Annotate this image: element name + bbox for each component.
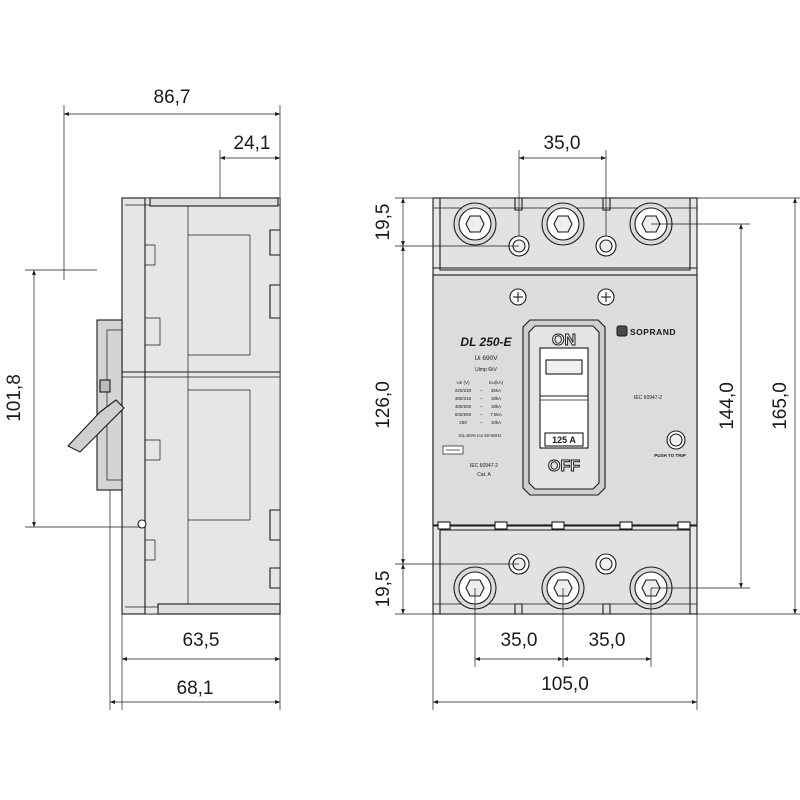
dim-front-mount-height: 144,0 <box>717 382 738 430</box>
rating-ue: 600/690 <box>455 412 472 417</box>
dim-side-top-depth: 24,1 <box>234 133 271 154</box>
rating-icu: 18kA <box>491 404 501 409</box>
rating-ue: 220/230 <box>455 388 472 393</box>
dim-side-total-depth: 86,7 <box>154 87 191 108</box>
dim-front-pole-pitch-bottom-right: 35,0 <box>589 630 626 651</box>
on-label: ON <box>552 332 576 349</box>
rating-ue: 380/415 <box>455 396 472 401</box>
dim-side-base-outer: 68,1 <box>177 678 214 699</box>
uimp-label: Uimp 6kV <box>475 367 497 373</box>
ics-note: Ics=50% Icu 50-60Hz <box>459 433 503 438</box>
rating-ue: 480/500 <box>455 404 472 409</box>
push-to-trip-label: PUSH TO TRIP <box>654 453 685 458</box>
dim-front-terminal-bottom: 19,5 <box>373 571 394 608</box>
current-rating-label: 125 A <box>552 435 576 445</box>
rating-icu: 18kA <box>491 396 501 401</box>
dim-front-width: 105,0 <box>541 674 589 695</box>
dim-front-terminal-top: 19,5 <box>373 204 394 241</box>
ratings-table: 220/230 – 35kA 380/415 – 18kA 480/500 – 18kA 600/… <box>455 388 502 425</box>
table-header-ue: Ue (V) <box>456 380 470 385</box>
dim-side-height: 101,8 <box>4 374 25 422</box>
brand-label: SOPRAND <box>630 327 676 337</box>
front-labels: DL 250-E Ui 690V Uimp 6kV Ue (V) Icu(kA)… <box>455 325 686 478</box>
side-dimensions: 86,7 24,1 101,8 63,5 68,1 <box>4 87 281 710</box>
dim-front-window-height: 126,0 <box>373 381 394 429</box>
front-dimensions: 35,0 19,5 126,0 19,5 144,0 165,0 35,0 35… <box>373 133 800 710</box>
dim-front-pole-pitch-bottom-left: 35,0 <box>501 630 538 651</box>
cover-screws <box>509 288 615 306</box>
rating-dash: – <box>480 412 483 417</box>
dim-front-pole-pitch-top: 35,0 <box>544 133 581 154</box>
dim-side-base-inner: 63,5 <box>183 630 220 651</box>
rating-dash: – <box>480 396 483 401</box>
rating-dash: – <box>480 404 483 409</box>
rating-icu: 35kA <box>491 388 501 393</box>
dim-front-total-height: 165,0 <box>770 382 791 430</box>
off-label: OFF <box>548 458 580 475</box>
side-handle-lever <box>67 399 125 453</box>
ui-label: Ui 690V <box>474 355 498 362</box>
table-header-icu: Icu(kA) <box>489 380 504 385</box>
standard-right: IEC 60947-2 <box>634 395 662 401</box>
rating-ue: 250 <box>459 420 467 425</box>
rating-dash: – <box>480 388 483 393</box>
model-label: DL 250-E <box>460 335 512 349</box>
category-label: Cat. A <box>477 472 491 478</box>
front-view <box>432 197 698 615</box>
rating-icu: 10kA <box>491 420 501 425</box>
side-view <box>67 197 281 615</box>
standard-left: IEC 60947-2 <box>470 463 498 469</box>
brand-logo-icon <box>616 325 628 337</box>
rating-icu: 7,5kA <box>490 412 502 417</box>
rating-dash: – <box>480 420 483 425</box>
